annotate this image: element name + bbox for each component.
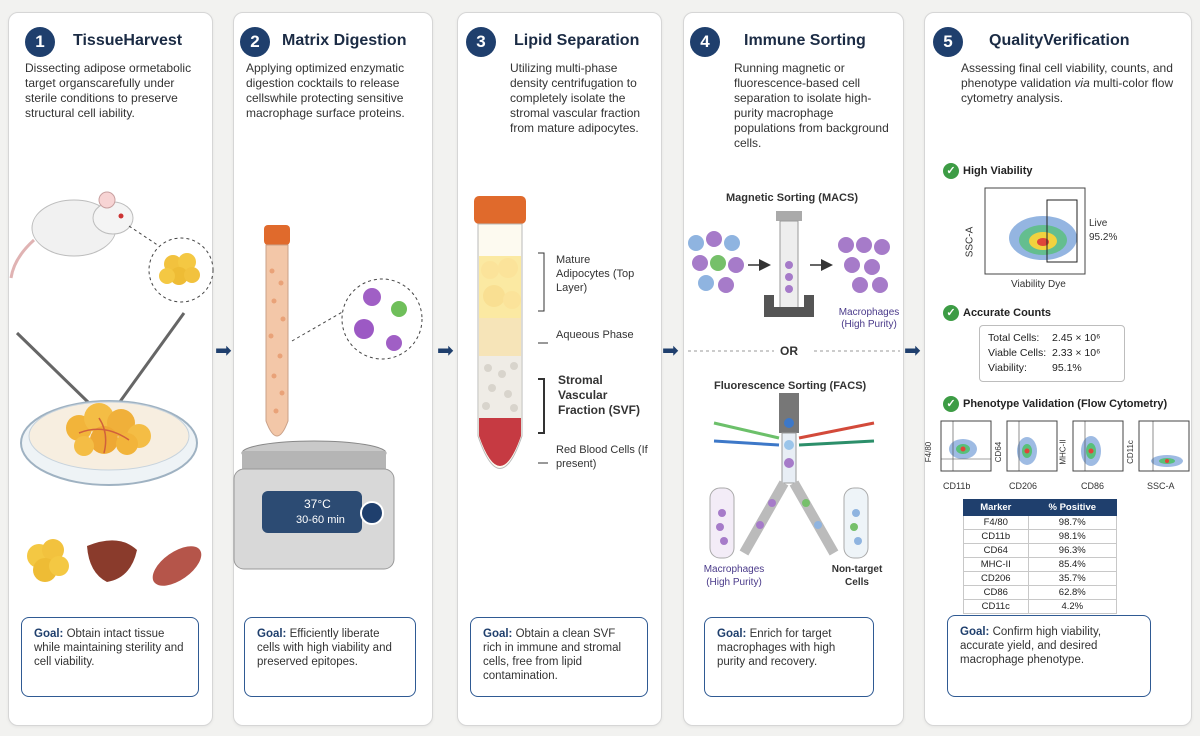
mini-plot-1-x: CD11b bbox=[943, 481, 971, 491]
mini-plot-1 bbox=[940, 420, 992, 472]
muscle-icon bbox=[152, 546, 202, 586]
scatter-y-label: SSC-A bbox=[964, 226, 976, 258]
facs-illustration bbox=[709, 393, 875, 559]
step-5-number: 5 bbox=[933, 27, 963, 57]
step-3-description: Utilizing multi-phase density centrifuga… bbox=[510, 61, 641, 135]
step-3-panel: 3 Lipid Separation Utilizing multi-phase… bbox=[457, 12, 662, 726]
mini-plot-1-y: F4/80 bbox=[924, 441, 934, 463]
layer-brackets bbox=[538, 252, 548, 464]
nontarget-tube-icon bbox=[843, 487, 869, 559]
facs-nontarget-label: Non-target Cells bbox=[831, 564, 883, 588]
step-2-panel: 2 Matrix Digestion Applying optimized en… bbox=[233, 12, 433, 726]
incubator-duration: 30-60 min bbox=[296, 514, 345, 526]
step-4-number: 4 bbox=[690, 27, 720, 57]
phenotype-check-icon: ✓ bbox=[943, 396, 959, 412]
step-4-description: Running magnetic or fluorescence-based c… bbox=[734, 61, 889, 150]
or-label: OR bbox=[780, 344, 798, 358]
step-1-description: Dissecting adipose ormetabolic target or… bbox=[25, 61, 192, 120]
layer-adipocytes-label: Mature Adipocytes (Top Layer) bbox=[556, 254, 635, 294]
viability-title: High Viability bbox=[963, 165, 1033, 177]
mini-plot-3-x: CD86 bbox=[1081, 481, 1105, 491]
mini-plot-4-x: SSC-A bbox=[1147, 481, 1175, 491]
viability-check-icon: ✓ bbox=[943, 163, 959, 179]
incubator-temperature: 37°C bbox=[304, 497, 331, 511]
gate-value: 95.2% bbox=[1089, 232, 1118, 243]
gate-label: Live bbox=[1089, 218, 1108, 229]
step-5-title: QualityVerification bbox=[989, 32, 1130, 49]
step-3-title: Lipid Separation bbox=[514, 32, 640, 49]
marker-table-header: Marker % Positive bbox=[963, 499, 1118, 516]
flow-arrow-4: ➡ bbox=[904, 340, 921, 362]
step-3-number: 3 bbox=[466, 27, 496, 57]
centrifuge-tube-illustration bbox=[474, 196, 526, 469]
macrophage-tube-icon bbox=[709, 487, 735, 559]
mini-plot-4 bbox=[1138, 420, 1190, 472]
mini-plot-3-y: MHC-II bbox=[1058, 439, 1068, 465]
layer-aqueous-label: Aqueous Phase bbox=[556, 329, 634, 341]
incubator-shaker-icon bbox=[233, 440, 395, 570]
harvested-tissue-icon bbox=[66, 403, 151, 456]
count-row-viable: Viable Cells:2.33 × 10⁶ bbox=[988, 347, 1101, 359]
step-1-title: TissueHarvest bbox=[73, 32, 183, 49]
step-5-description: Assessing final cell viability, counts, … bbox=[961, 61, 1174, 105]
layer-svf-label: Stromal Vascular Fraction (SVF) bbox=[558, 373, 641, 417]
mini-plot-2 bbox=[1006, 420, 1058, 472]
liver-icon bbox=[87, 540, 137, 582]
macs-result-label: Macrophages (High Purity) bbox=[838, 307, 900, 330]
step-4-goal: Goal: Enrich for target macrophages with… bbox=[704, 617, 874, 697]
step-2-title: Matrix Digestion bbox=[282, 32, 407, 49]
digestion-illustration bbox=[233, 225, 423, 570]
flow-arrow-2: ➡ bbox=[437, 340, 454, 362]
step-2-number: 2 bbox=[240, 27, 270, 57]
mini-plot-4-y: CD11c bbox=[1125, 440, 1135, 464]
counts-check-icon: ✓ bbox=[943, 305, 959, 321]
scatter-x-label: Viability Dye bbox=[1011, 279, 1066, 290]
facs-macrophage-label: Macrophages (High Purity) bbox=[703, 564, 765, 588]
mini-plot-2-x: CD206 bbox=[1009, 481, 1038, 491]
mixed-cells-icon bbox=[688, 231, 744, 293]
macs-illustration bbox=[688, 211, 890, 317]
tissue-harvest-illustration bbox=[9, 191, 214, 586]
count-row-viability: Viability:95.1% bbox=[988, 362, 1082, 374]
step-3-goal: Goal: Obtain a clean SVF rich in immune … bbox=[470, 617, 648, 697]
digestion-tube-icon bbox=[264, 225, 290, 437]
step-1-number: 1 bbox=[25, 27, 55, 57]
flow-arrow-1: ➡ bbox=[215, 340, 232, 362]
step-2-goal: Goal: Efficiently liberate cells with hi… bbox=[244, 617, 416, 697]
step-1-goal: Goal: Obtain intact tissue while maintai… bbox=[21, 617, 199, 697]
step-4-panel: 4 Immune Sorting Running magnetic or flu… bbox=[683, 12, 904, 726]
mini-plot-2-y: CD64 bbox=[994, 441, 1004, 463]
flow-arrow-3: ➡ bbox=[662, 340, 679, 362]
enzyme-icon bbox=[354, 288, 407, 351]
fat-organ-icon bbox=[27, 539, 69, 582]
phenotype-title: Phenotype Validation (Flow Cytometry) bbox=[963, 398, 1168, 410]
step-5-goal: Goal: Confirm high viability, accurate y… bbox=[947, 615, 1151, 697]
step-4-title: Immune Sorting bbox=[744, 32, 866, 49]
macrophage-cells-icon bbox=[838, 237, 890, 293]
facs-title: Fluorescence Sorting (FACS) bbox=[714, 380, 867, 392]
step-2-description: Applying optimized enzymatic digestion c… bbox=[246, 61, 405, 120]
fat-tissue-icon bbox=[159, 253, 200, 285]
magnet-icon bbox=[764, 295, 814, 317]
step-1-panel: 1 TissueHarvest Dissecting adipose ormet… bbox=[8, 12, 214, 726]
layer-rbc-label: Red Blood Cells (If present) bbox=[556, 444, 648, 470]
counts-box: Total Cells:2.45 × 10⁶ Viable Cells:2.33… bbox=[979, 325, 1125, 382]
count-row-total: Total Cells:2.45 × 10⁶ bbox=[988, 332, 1101, 344]
macs-title: Magnetic Sorting (MACS) bbox=[726, 192, 858, 204]
counts-title: Accurate Counts bbox=[963, 307, 1052, 319]
mouse-icon bbox=[9, 191, 134, 279]
phenotype-mini-plots bbox=[940, 420, 1190, 472]
step-5-panel: 5 QualityVerification Assessing final ce… bbox=[924, 12, 1192, 726]
viability-scatter-plot bbox=[984, 187, 1086, 275]
mini-plot-3 bbox=[1072, 420, 1124, 472]
or-divider bbox=[688, 350, 900, 352]
